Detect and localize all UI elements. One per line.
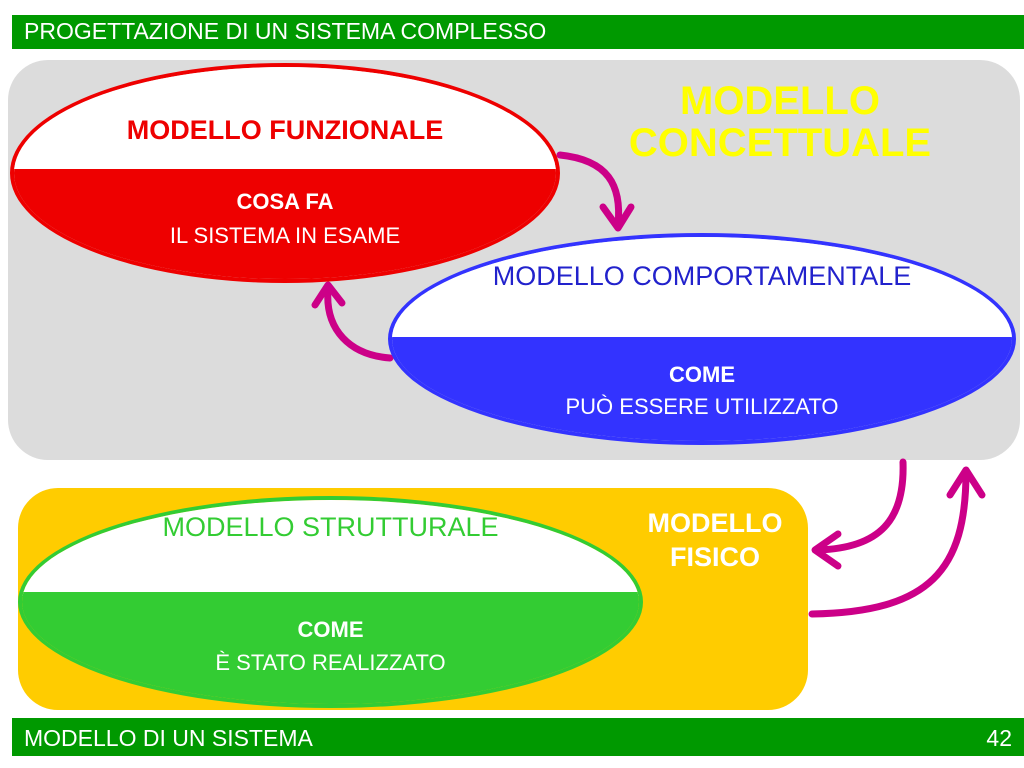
structural-model-ellipse: MODELLO STRUTTURALE COME È STATO REALIZZ… (18, 496, 643, 708)
arrow-physical-to-conceptual (808, 468, 970, 618)
arrow-physical-to-conceptual-head (946, 466, 986, 499)
header-title: PROGETTAZIONE DI UN SISTEMA COMPLESSO (24, 18, 547, 44)
functional-model-title: MODELLO FUNZIONALE (126, 115, 444, 145)
structural-model-title: MODELLO STRUTTURALE (162, 512, 499, 542)
conceptual-model-label: MODELLO CONCETTUALE (628, 79, 932, 165)
arrow-functional-to-behavioral (556, 151, 623, 229)
physical-model-label: MODELLO FISICO (647, 508, 783, 572)
arrow-behavioral-to-functional-head (311, 281, 346, 309)
structural-model-line2: È STATO REALIZZATO (215, 650, 446, 675)
behavioral-model-line2: PUÒ ESSERE UTILIZZATO (565, 394, 839, 419)
footer-title: MODELLO DI UN SISTEMA (24, 725, 313, 751)
page-number: 42 (986, 725, 1012, 751)
arrow-conceptual-to-physical-head (811, 530, 842, 570)
functional-model-line2: IL SISTEMA IN ESAME (169, 223, 401, 248)
arrow-conceptual-to-physical (814, 458, 907, 554)
header-bar: PROGETTAZIONE DI UN SISTEMA COMPLESSO (12, 15, 1024, 49)
functional-model-line1: COSA FA (236, 189, 334, 214)
structural-model-line1: COME (297, 617, 364, 642)
arrow-behavioral-to-functional (324, 286, 394, 362)
footer-bar: MODELLO DI UN SISTEMA 42 (12, 718, 1024, 756)
arrow-functional-to-behavioral-head (599, 203, 635, 232)
behavioral-model-line1: COME (669, 362, 735, 387)
behavioral-model-ellipse: MODELLO COMPORTAMENTALE COME PUÒ ESSERE … (388, 233, 1016, 445)
behavioral-model-title: MODELLO COMPORTAMENTALE (492, 261, 912, 291)
